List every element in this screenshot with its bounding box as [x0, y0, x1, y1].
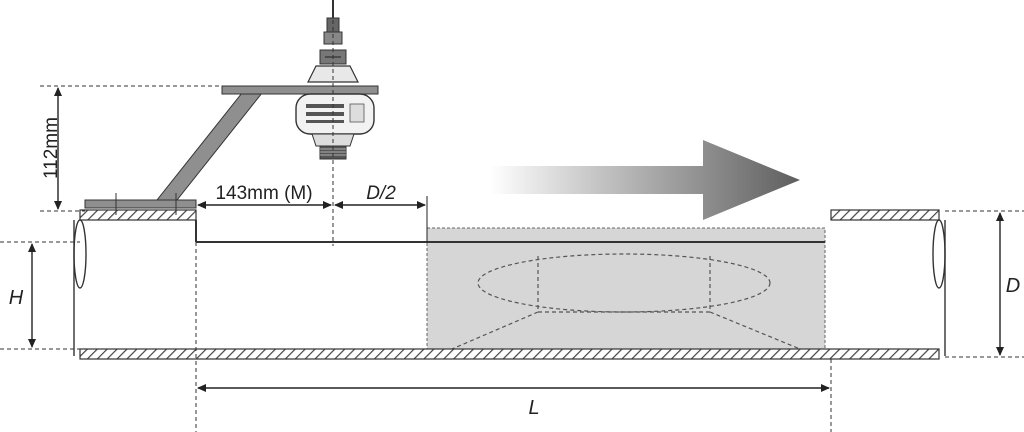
- dimension-length: L: [197, 384, 830, 419]
- mounting-bracket: [84, 85, 379, 215]
- ultrasonic-sensor-icon: [295, 0, 375, 160]
- dimension-half-diameter: D/2: [334, 183, 428, 242]
- dimension-sensor-height: 112mm: [41, 87, 62, 210]
- dimension-diameter: D: [996, 212, 1020, 356]
- dimension-offset-m: 143mm (M): [197, 183, 332, 209]
- offset-m-label: 143mm (M): [215, 183, 312, 204]
- flow-direction-arrow: [490, 140, 800, 220]
- pipe: [73, 209, 946, 360]
- half-diameter-label: D/2: [366, 183, 396, 204]
- water-level-label: H: [9, 287, 24, 309]
- length-label: L: [528, 397, 539, 419]
- dimension-water-level: H: [9, 243, 36, 348]
- measurement-zone: [426, 227, 826, 350]
- diameter-label: D: [1006, 275, 1020, 297]
- sensor-height-label: 112mm: [41, 117, 62, 179]
- reference-lines: [0, 20, 1024, 432]
